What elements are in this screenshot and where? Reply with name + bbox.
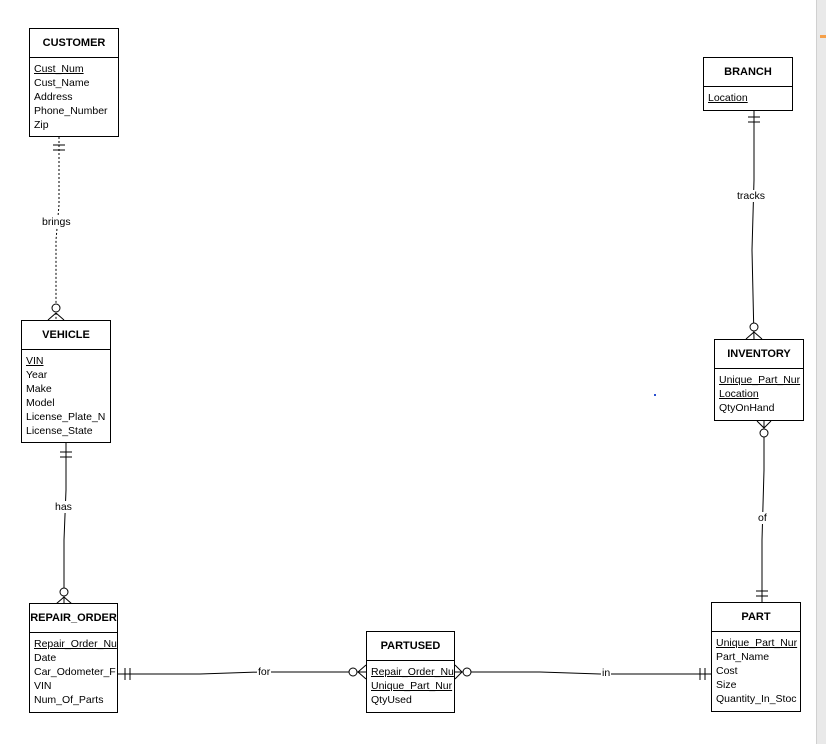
of-line [761,421,765,603]
has-crow-right [63,596,73,605]
entity-title: VEHICLE [22,321,110,350]
attribute: Num_Of_Parts [34,694,104,706]
brings-label[interactable]: brings [41,216,72,228]
attribute: Part_Name [716,651,770,663]
has-zero-mark [59,587,69,597]
for-label[interactable]: for [257,666,272,678]
brings-line [55,137,60,320]
in-line [455,671,712,675]
vertical-scrollbar[interactable] [816,0,826,744]
attribute: Model [26,397,55,409]
stray-dot [654,394,656,396]
for-zero-mark [348,667,358,677]
of-zero-mark [759,428,769,438]
for-crow-bottom [357,671,367,680]
tracks-line [751,111,755,340]
of-crow-right [763,420,772,429]
tracks-crow-right [753,331,763,340]
attribute: Quantity_In_Stoc [716,693,797,705]
for-line [118,671,366,675]
entity-title: BRANCH [704,58,792,87]
tracks-zero-mark [749,322,759,332]
for-crow-top [357,664,367,673]
attribute: Cust_Name [34,77,90,89]
in-label[interactable]: in [601,667,612,679]
entity-branch[interactable]: BRANCH Location [703,57,793,111]
has-label[interactable]: has [54,501,73,513]
attribute: QtyUsed [371,694,412,706]
entity-part[interactable]: PART Unique_Part_Nur Part_Name Cost Size… [711,602,801,712]
attribute: Location [719,388,759,400]
attribute: Zip [34,119,49,131]
brings-crow-right [55,312,65,321]
attribute: Repair_Order_Nu [34,638,117,650]
attribute: Location [708,92,748,104]
attribute: Size [716,679,737,691]
attribute: Phone_Number [34,105,108,117]
entity-customer[interactable]: CUSTOMER Cust_Num Cust_Name Address Phon… [29,28,119,137]
attribute: Unique_Part_Nur [371,680,453,692]
entity-title: REPAIR_ORDER [30,604,117,633]
of-crow-left [756,420,765,429]
in-crow-bottom [454,671,463,680]
attribute: Make [26,383,52,395]
has-line [63,443,67,603]
entity-vehicle[interactable]: VEHICLE VIN Year Make Model License_Plat… [21,320,111,443]
brings-crow-left [47,312,57,321]
attribute: Cost [716,665,738,677]
attribute: Car_Odometer_F [34,666,116,678]
attribute: Year [26,369,48,381]
entity-partused[interactable]: PARTUSED Repair_Order_Nu Unique_Part_Nur… [366,631,455,713]
tracks-label[interactable]: tracks [736,190,767,202]
entity-repair-order[interactable]: REPAIR_ORDER Repair_Order_Nu Date Car_Od… [29,603,118,713]
in-crow-top [454,664,463,673]
of-label[interactable]: of [757,512,768,524]
entity-title: CUSTOMER [30,29,118,58]
tracks-crow-left [745,331,755,340]
attribute: Date [34,652,57,664]
entity-inventory[interactable]: INVENTORY Unique_Part_Nur Location QtyOn… [714,339,804,421]
attribute: License_State [26,425,93,437]
attribute: VIN [34,680,52,692]
attribute: License_Plate_N [26,411,106,423]
has-crow-left [55,596,65,605]
attribute: Repair_Order_Nu [371,666,454,678]
attribute: VIN [26,355,44,367]
attribute: Address [34,91,73,103]
attribute: Unique_Part_Nur [719,374,801,386]
entity-title: PART [712,603,800,632]
scroll-marker [820,35,826,38]
in-zero-mark [462,667,472,677]
entity-title: INVENTORY [715,340,803,369]
entity-title: PARTUSED [367,632,454,661]
attribute: Cust_Num [34,63,84,75]
attribute: QtyOnHand [719,402,775,414]
brings-zero-mark [51,303,61,313]
attribute: Unique_Part_Nur [716,637,798,649]
